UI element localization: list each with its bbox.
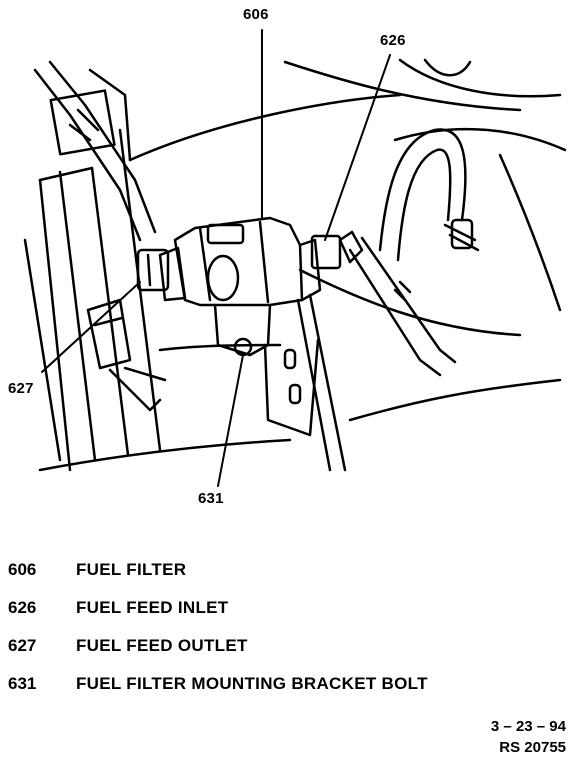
legend-description: FUEL FEED INLET: [76, 598, 229, 617]
callout-627: 627: [8, 380, 34, 397]
vehicle-body-lines: [38, 58, 567, 472]
legend-row: 606 FUEL FILTER: [8, 560, 568, 598]
fuel-line-upper: [33, 60, 157, 242]
frame-rail: [23, 128, 162, 472]
legend-number: 627: [8, 636, 37, 655]
legend-number: 626: [8, 598, 37, 617]
legend-description: FUEL FILTER: [76, 560, 187, 579]
fuel-filter-body: [158, 216, 322, 307]
curved-hose: [378, 128, 480, 262]
legend-row: 626 FUEL FEED INLET: [8, 598, 568, 636]
figure-reference: 3 – 23 – 94 RS 20755: [491, 716, 566, 758]
legend-number: 631: [8, 674, 37, 693]
fuel-feed-lines: [296, 236, 457, 472]
rail-clip: [86, 298, 167, 412]
legend-description: FUEL FEED OUTLET: [76, 636, 248, 655]
callout-626: 626: [380, 32, 406, 49]
figure-number: RS 20755: [499, 739, 566, 756]
legend-description: FUEL FILTER MOUNTING BRACKET BOLT: [76, 674, 428, 693]
outlet-fitting: [136, 248, 170, 292]
legend-row: 631 FUEL FILTER MOUNTING BRACKET BOLT: [8, 674, 568, 712]
legend-row: 627 FUEL FEED OUTLET: [8, 636, 568, 674]
callout-631: 631: [198, 490, 224, 507]
leader-lines: [41, 29, 391, 487]
fuel-filter-illustration: [23, 29, 567, 487]
figure-date: 3 – 23 – 94: [490, 718, 566, 735]
parts-legend: 606 FUEL FILTER 626 FUEL FEED INLET 627 …: [8, 560, 568, 712]
inlet-fitting: [310, 230, 364, 270]
callout-606: 606: [243, 6, 269, 23]
legend-number: 606: [8, 560, 37, 579]
